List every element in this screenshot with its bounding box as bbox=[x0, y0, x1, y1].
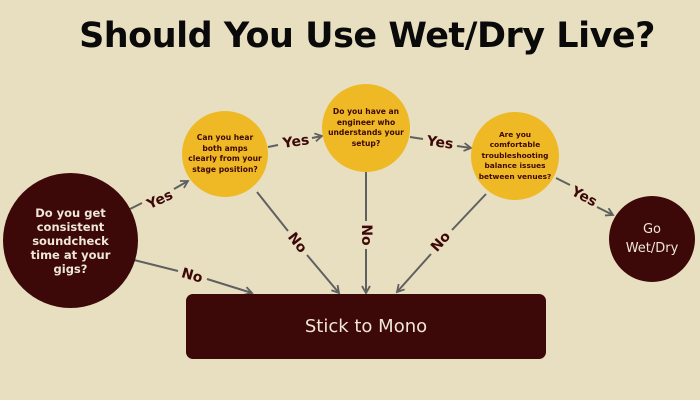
edge-start-amps-b bbox=[173, 180, 190, 190]
node-result-mono: Stick to Mono bbox=[186, 294, 546, 359]
node-troubleshoot-label: Are you comfortable troubleshooting bala… bbox=[478, 129, 552, 181]
node-amps-question: Can you hear both amps clearly from your… bbox=[182, 111, 268, 197]
edge-label-no: No bbox=[180, 265, 205, 286]
edge-amps-mono-b bbox=[306, 254, 341, 295]
page-title: Should You Use Wet/Dry Live? bbox=[79, 16, 655, 56]
node-engineer-question: Do you have an engineer who understands … bbox=[322, 84, 410, 172]
node-wetdry-label: Go Wet/Dry bbox=[625, 222, 679, 256]
edge-start-mono-b bbox=[206, 278, 254, 296]
edge-label-no: No bbox=[358, 224, 374, 246]
edge-trouble-wetdry-a bbox=[555, 177, 571, 186]
node-mono-label: Stick to Mono bbox=[304, 316, 428, 337]
edge-label-yes: Yes bbox=[281, 132, 311, 152]
node-engineer-label: Do you have an engineer who understands … bbox=[328, 107, 404, 148]
edge-start-mono-a bbox=[133, 259, 179, 272]
edge-label-no: No bbox=[428, 228, 454, 255]
node-amps-label: Can you hear both amps clearly from your… bbox=[188, 133, 262, 174]
edge-eng-trouble-b bbox=[456, 142, 473, 152]
edge-trouble-mono-b bbox=[395, 253, 432, 294]
edge-amps-engineer-a bbox=[267, 144, 279, 148]
edge-label-yes: Yes bbox=[568, 183, 600, 210]
edge-label-yes: Yes bbox=[425, 133, 455, 153]
edge-amps-engineer-b bbox=[311, 132, 324, 142]
node-result-wetdry: Go Wet/Dry bbox=[609, 196, 695, 282]
edge-label-no: No bbox=[284, 230, 310, 257]
edge-start-amps-a bbox=[129, 202, 143, 210]
edge-eng-trouble-a bbox=[409, 136, 424, 140]
node-start-question: Do you get consistent soundcheck time at… bbox=[3, 173, 138, 308]
node-start-label: Do you get consistent soundcheck time at… bbox=[30, 205, 111, 276]
edge-trouble-mono-a bbox=[451, 193, 487, 231]
node-troubleshoot-question: Are you comfortable troubleshooting bala… bbox=[471, 112, 559, 200]
edge-label-yes: Yes bbox=[144, 187, 176, 213]
edge-amps-mono-a bbox=[256, 191, 289, 232]
edge-trouble-wetdry-b bbox=[596, 206, 615, 217]
